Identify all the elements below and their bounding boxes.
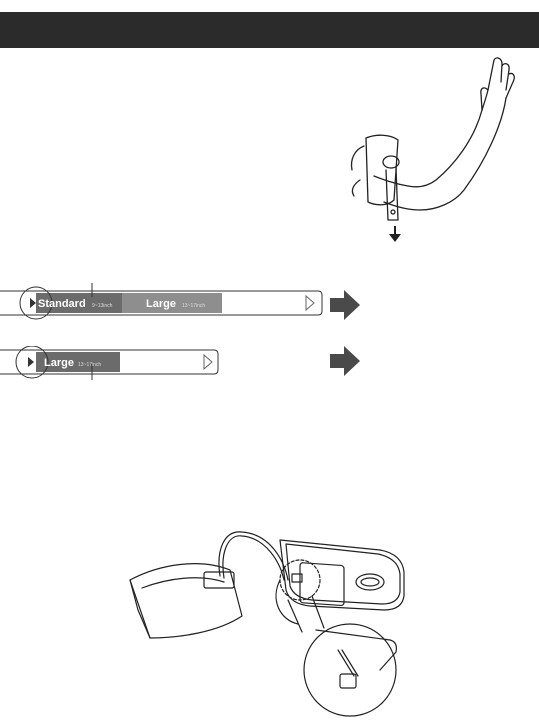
strip1-secondary-label: Large — [146, 298, 176, 310]
strip1-primary-label: Standard — [38, 298, 86, 310]
arrow-right-icon — [330, 290, 360, 320]
cuff-and-monitor-illustration — [120, 520, 415, 720]
strip2-primary-range: 13~17inch — [78, 362, 101, 368]
cuff-size-strip-large: Large 13~17inch — [0, 346, 230, 386]
cuff-size-strip-standard: Standard 9~13inch Large 13~17inch — [0, 283, 330, 323]
arm-with-cuff-illustration — [336, 50, 539, 250]
top-margin — [0, 0, 539, 12]
strip1-primary-range: 9~13inch — [92, 303, 113, 309]
strip1-secondary-range: 13~17inch — [182, 303, 205, 309]
section-header-bar — [0, 12, 539, 48]
arrow-right-icon — [330, 346, 360, 376]
strip2-primary-label: Large — [44, 357, 74, 369]
